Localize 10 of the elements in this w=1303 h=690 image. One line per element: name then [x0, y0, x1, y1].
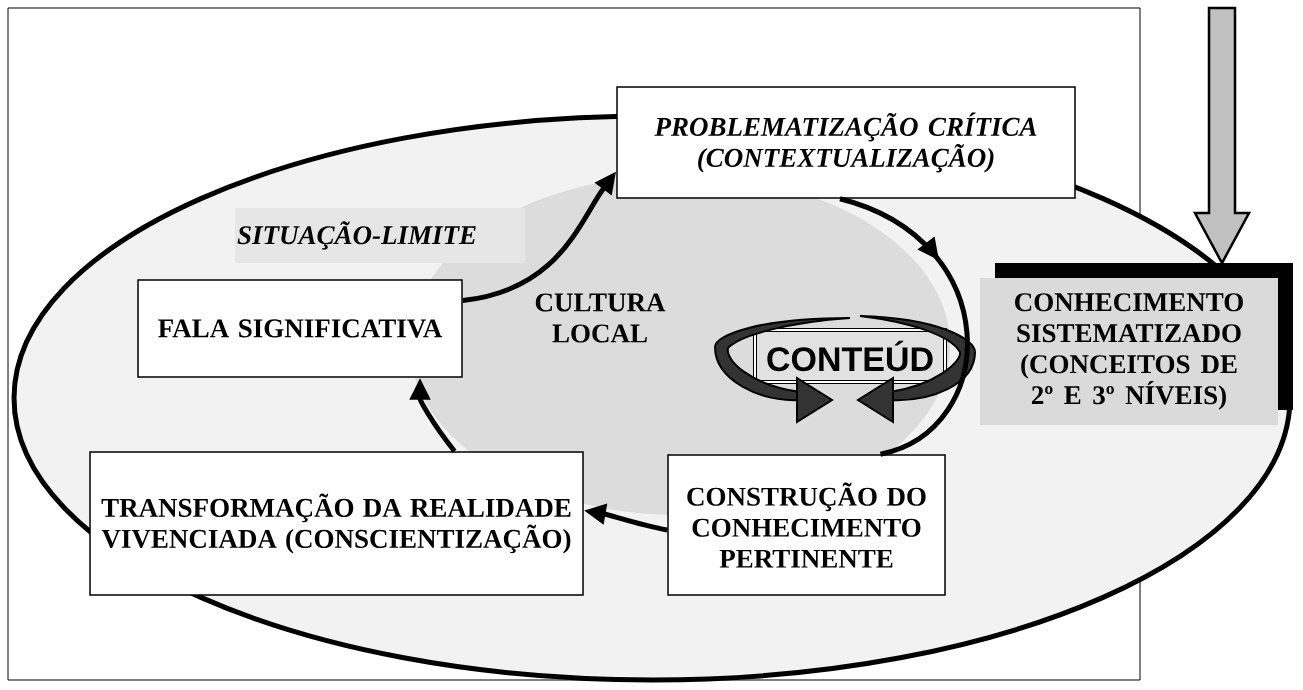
process-box: CONSTRUÇÃO DO CONHECIMENTO PERTINENTE [667, 454, 946, 596]
process-box: FALA SIGNIFICATIVA [137, 279, 463, 378]
shaded-box: CONHECIMENTO SISTEMATIZADO (CONCEITOS DE 2º E 3º NÍVEIS) [980, 263, 1293, 425]
process-box: PROBLEMATIZAÇÃO CRÍTICA (CONTEXTUALIZAÇÃO) [616, 86, 1076, 199]
block-arrow [1192, 6, 1252, 266]
circle-label: CULTURA LOCAL [535, 293, 666, 343]
arrow [839, 196, 970, 457]
content-box: CONTEÚD [753, 328, 947, 384]
label-band: SITUAÇÃO-LIMITE [235, 208, 525, 263]
process-box: TRANSFORMAÇÃO DA REALIDADE VIVENCIADA (CONSCIENTIZAÇÃO) [89, 451, 584, 596]
